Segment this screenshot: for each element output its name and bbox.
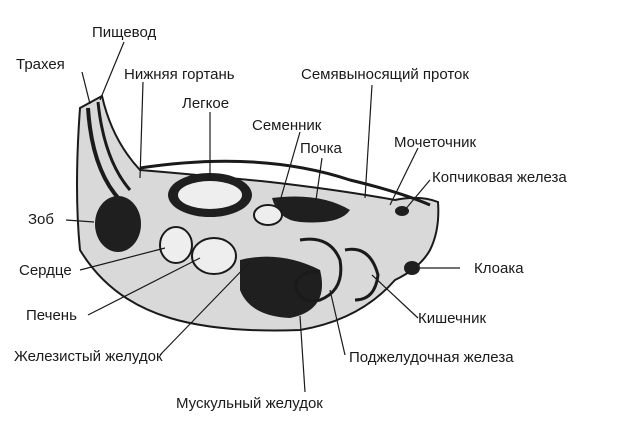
esophagus-tube (96, 101, 132, 191)
spine (139, 159, 431, 207)
label-vas-deferens: Семявыносящий проток (301, 66, 469, 83)
label-intestine: Кишечник (418, 310, 487, 327)
kidney-shape (272, 196, 350, 223)
label-esophagus: Пищевод (92, 24, 157, 41)
heart-shape (159, 226, 193, 264)
label-testis: Семенник (252, 117, 322, 134)
testis-shape (253, 204, 283, 226)
crop-shape (95, 196, 141, 252)
leader-lines (65, 41, 460, 393)
label-heart: Сердце (19, 262, 72, 279)
label-cloaca: Клоака (474, 260, 524, 277)
label-trachea: Трахея (16, 56, 65, 73)
intestine-loops (293, 237, 343, 303)
label-uropygial-gland: Копчиковая железа (432, 169, 567, 186)
label-liver: Печень (26, 307, 77, 324)
label-lung: Легкое (182, 95, 230, 112)
label-pancreas: Поджелудочная железа (349, 349, 514, 366)
trachea-tube (86, 107, 122, 202)
label-crop: Зоб (28, 211, 54, 228)
label-lower-larynx: Нижняя гортань (124, 66, 235, 83)
label-gizzard: Мускульный желудок (176, 395, 323, 412)
liver-shape (191, 237, 237, 275)
gizzard-shape (240, 256, 322, 318)
label-kidney: Почка (300, 140, 342, 157)
label-proventriculus: Железистый желудок (14, 348, 163, 365)
label-ureter: Мочеточник (394, 134, 477, 151)
cloaca-shape (404, 261, 420, 275)
